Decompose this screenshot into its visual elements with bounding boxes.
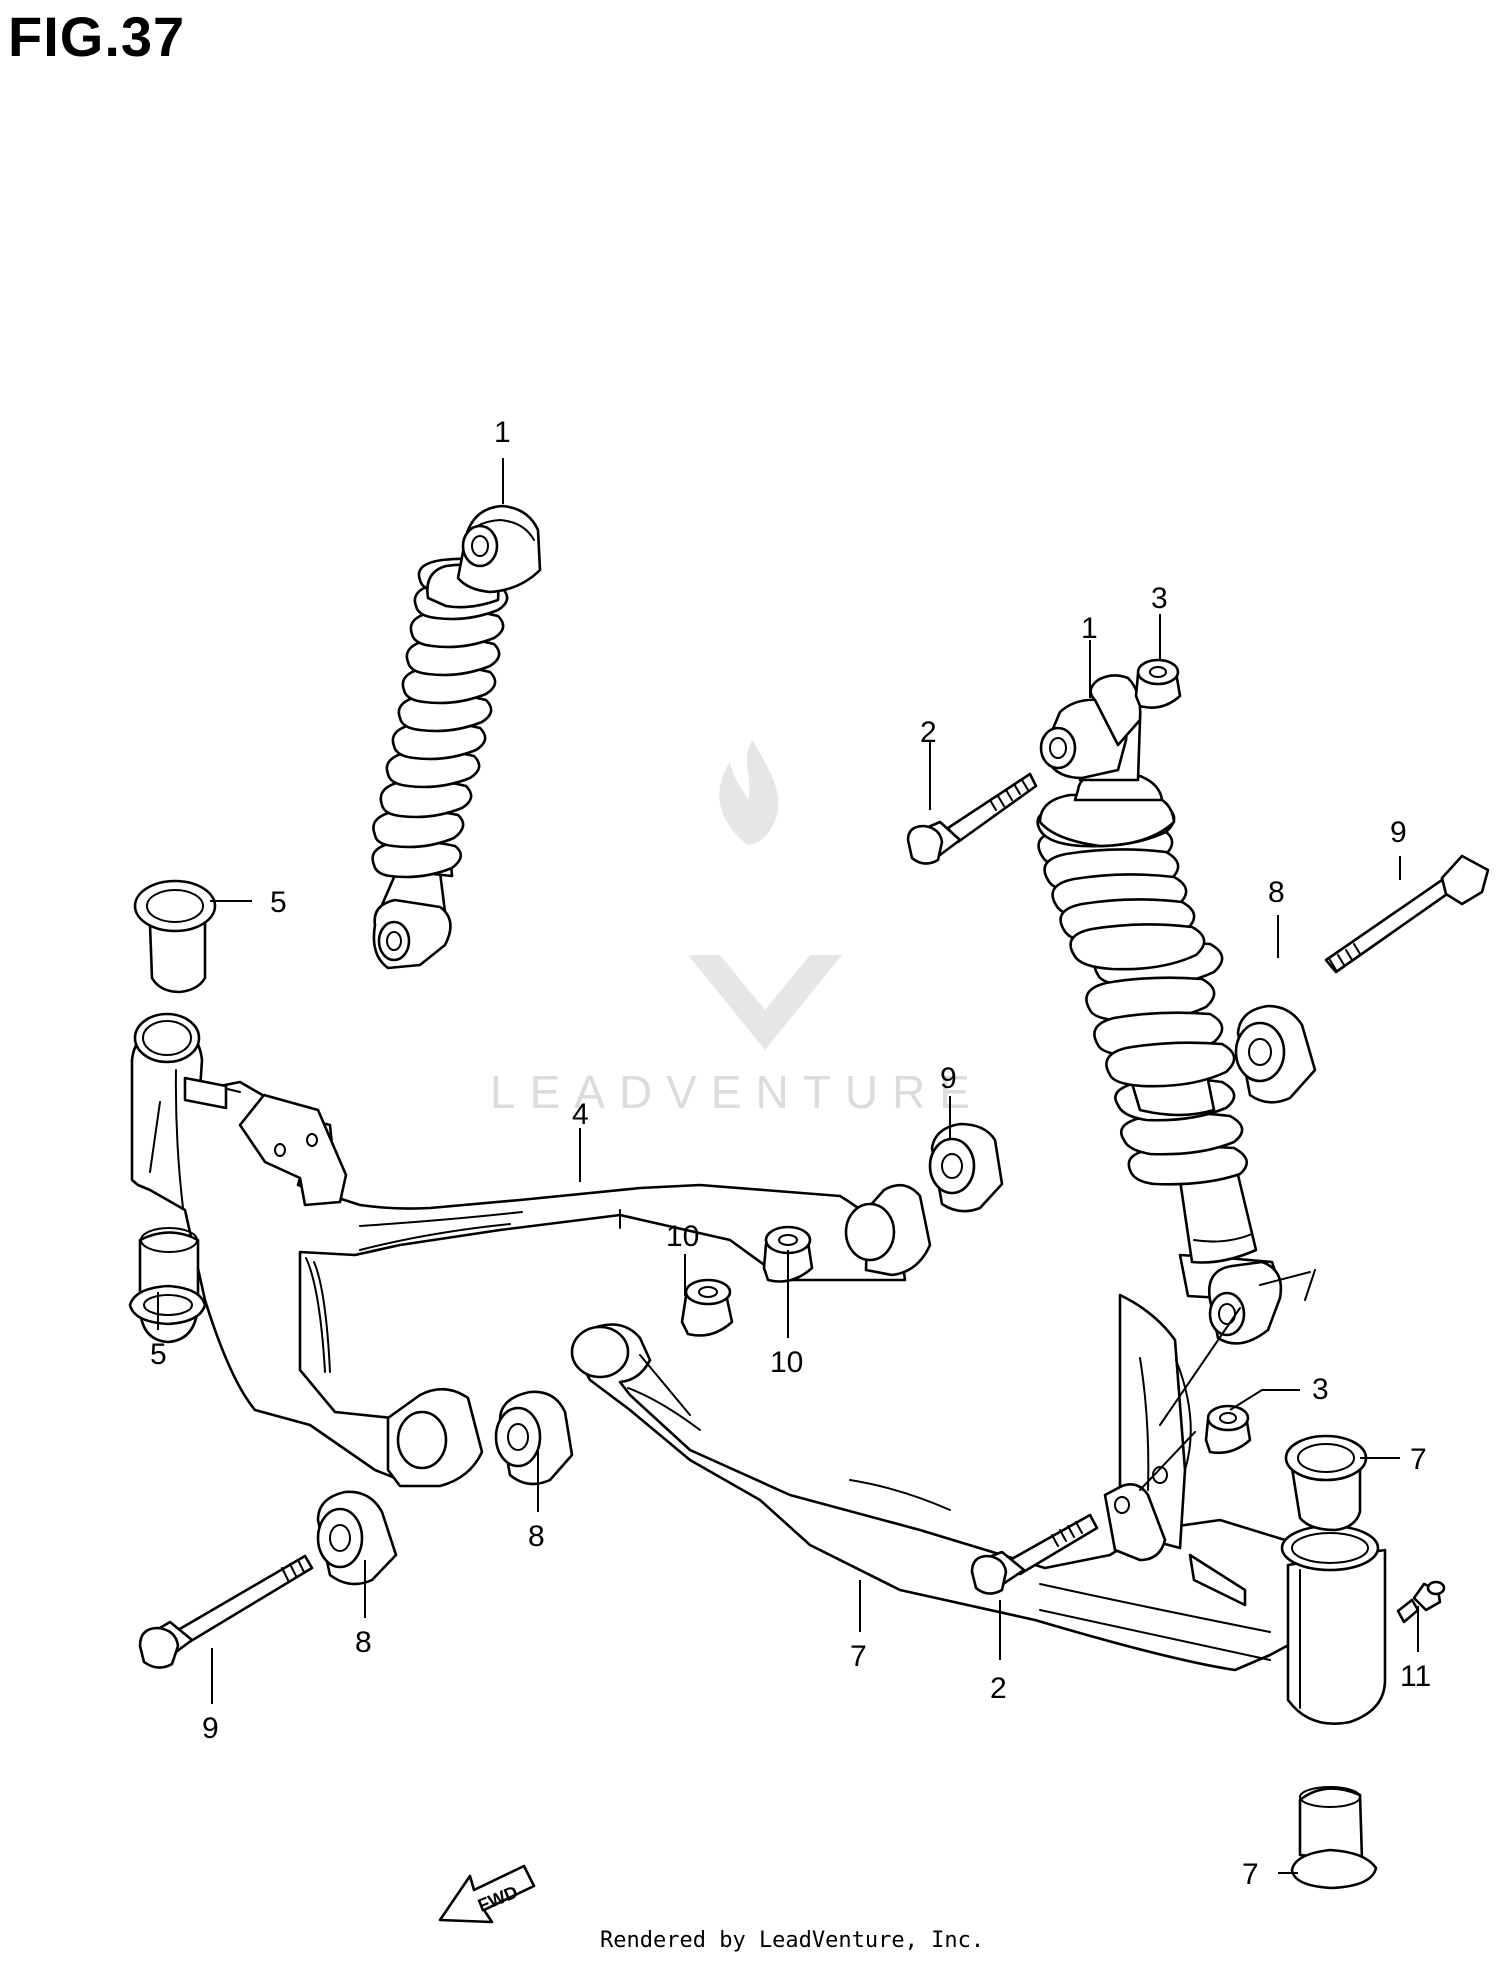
- leader-lines: [157, 458, 1419, 1874]
- nut-3-lower: [1204, 1404, 1252, 1455]
- callout-8-lower-bushing: 8: [355, 1626, 372, 1659]
- nut-10-left: [680, 1278, 734, 1337]
- grease-nipple-11: [1396, 1580, 1446, 1624]
- nut-3-upper: [1134, 658, 1182, 709]
- callout-8-mid-bushing: 8: [528, 1520, 545, 1553]
- bushing-8-lower: [316, 1490, 398, 1586]
- callout-2-upper-bolt: 2: [920, 716, 937, 749]
- shock-absorber-right: [1036, 674, 1283, 1345]
- bushing-8-mid: [494, 1390, 574, 1486]
- flame-logo-icon: [688, 740, 842, 1050]
- figure-title: FIG.37: [8, 5, 186, 68]
- bolt-9-lower: [138, 1554, 314, 1669]
- callout-4-upper-arm: 4: [572, 1098, 589, 1131]
- callout-5-lower-bushing: 5: [150, 1338, 167, 1371]
- callout-9-mid-bushing: 9: [940, 1062, 957, 1095]
- callout-9-lower-bolt: 9: [202, 1712, 219, 1745]
- callout-7-lower-arm: 7: [850, 1640, 867, 1673]
- callout-11-grease-nipple: 11: [1400, 1660, 1431, 1693]
- callout-9-upper-bolt: 9: [1390, 816, 1407, 849]
- upper-suspension-arm: [130, 1012, 932, 1488]
- callout-2-lower-bolt: 2: [990, 1672, 1007, 1705]
- nut-10-right: [762, 1225, 814, 1283]
- bushing-5-upper: [133, 879, 217, 994]
- bushing-7-upper: [1284, 1434, 1368, 1532]
- leadventure-watermark: LEADVENTURE: [490, 740, 984, 1118]
- callout-8-right-bushing: 8: [1268, 876, 1285, 909]
- callout-1-right-shock: 1: [1081, 612, 1098, 645]
- shock-absorber-left: [371, 504, 542, 970]
- bolt-2-lower: [970, 1513, 1099, 1595]
- bolt-2-upper: [906, 772, 1038, 865]
- callout-3-lower-nut: 3: [1312, 1373, 1329, 1406]
- fwd-direction-arrow: FWD: [438, 1864, 536, 1924]
- callout-3-upper-nut: 3: [1151, 582, 1168, 615]
- callout-7-lower-bushing: 7: [1242, 1858, 1259, 1891]
- footer-credit: Rendered by LeadVenture, Inc.: [600, 1928, 985, 1953]
- lower-suspension-arm: [570, 1269, 1387, 1725]
- callout-labels: 1 1 2 2 3 3 4 5 5 7 7 7 8 8 8 9 9 9 10 1…: [150, 416, 1431, 1891]
- callout-5-upper-bushing: 5: [270, 886, 287, 919]
- callout-10-right-nut: 10: [770, 1346, 803, 1379]
- bushing-5-lower: [128, 1227, 207, 1344]
- bushing-9-mid: [928, 1122, 1004, 1213]
- bushing-8-right: [1234, 1004, 1317, 1104]
- watermark-brand-text: LEADVENTURE: [490, 1066, 984, 1118]
- callout-7-upper-bushing: 7: [1410, 1443, 1427, 1476]
- bushing-7-lower: [1290, 1786, 1378, 1890]
- callout-10-left-nut: 10: [666, 1220, 699, 1253]
- callout-1-left-shock: 1: [494, 416, 511, 449]
- bolt-9-upper: [1324, 854, 1490, 974]
